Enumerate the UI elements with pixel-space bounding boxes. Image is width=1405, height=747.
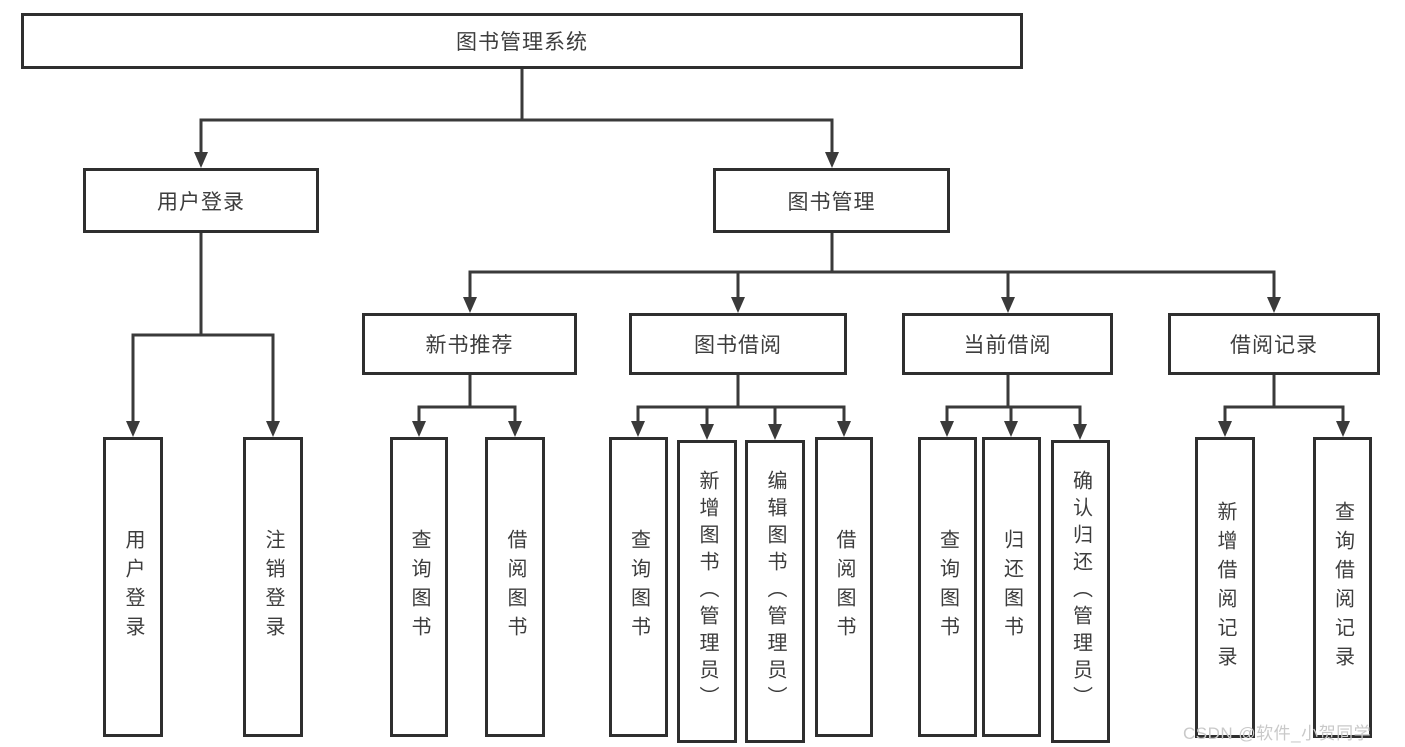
connector-new-book-recommend-children [417, 375, 517, 424]
arrowhead [194, 152, 208, 168]
arrowhead [700, 424, 714, 440]
leaf-borrow-add-books-admin: 新增图书（管理员） [677, 440, 737, 743]
arrowhead [412, 421, 426, 437]
arrowhead [1073, 424, 1087, 440]
connector-user-login-children [131, 233, 275, 424]
leaf-logout: 注销登录 [243, 437, 303, 737]
arrowhead [768, 424, 782, 440]
arrowhead [1336, 421, 1350, 437]
connector-book-borrow-children [636, 375, 846, 426]
connector-current-borrow-children [945, 375, 1082, 426]
leaf-recommend-borrow-books: 借阅图书 [485, 437, 545, 737]
node-new-book-recommend: 新书推荐 [362, 313, 577, 375]
leaf-records-query-record: 查询借阅记录 [1313, 437, 1372, 738]
arrowhead [1001, 297, 1015, 313]
arrowhead [825, 152, 839, 168]
node-book-borrow: 图书借阅 [629, 313, 847, 375]
node-book-management: 图书管理 [713, 168, 950, 233]
arrowhead [126, 421, 140, 437]
arrowhead [1267, 297, 1281, 313]
leaf-records-add-record: 新增借阅记录 [1195, 437, 1255, 738]
leaf-borrow-edit-books-admin: 编辑图书（管理员） [745, 440, 805, 743]
leaf-recommend-query-books: 查询图书 [390, 437, 448, 737]
leaf-user-login: 用户登录 [103, 437, 163, 737]
connector-book-management-children [468, 233, 1276, 300]
node-user-login: 用户登录 [83, 168, 319, 233]
leaf-borrow-borrow-books: 借阅图书 [815, 437, 873, 737]
connector-borrow-records-children [1223, 375, 1345, 424]
leaf-current-confirm-return-admin: 确认归还（管理员） [1051, 440, 1110, 743]
arrowheads [126, 152, 1350, 440]
arrowhead [463, 297, 477, 313]
arrowhead [631, 421, 645, 437]
node-current-borrow: 当前借阅 [902, 313, 1113, 375]
arrowhead [508, 421, 522, 437]
node-library-system: 图书管理系统 [21, 13, 1023, 69]
arrowhead [940, 421, 954, 437]
csdn-watermark: CSDN @软件_小贺同学 [1183, 724, 1372, 743]
arrowhead [1004, 421, 1018, 437]
arrowhead [1218, 421, 1232, 437]
leaf-borrow-query-books: 查询图书 [609, 437, 668, 737]
leaf-current-query-books: 查询图书 [918, 437, 977, 737]
arrowhead [837, 421, 851, 437]
connector-root-to-level2 [199, 69, 834, 155]
arrowhead [266, 421, 280, 437]
node-borrow-records: 借阅记录 [1168, 313, 1380, 375]
leaf-current-return-books: 归还图书 [982, 437, 1041, 737]
arrowhead [731, 297, 745, 313]
